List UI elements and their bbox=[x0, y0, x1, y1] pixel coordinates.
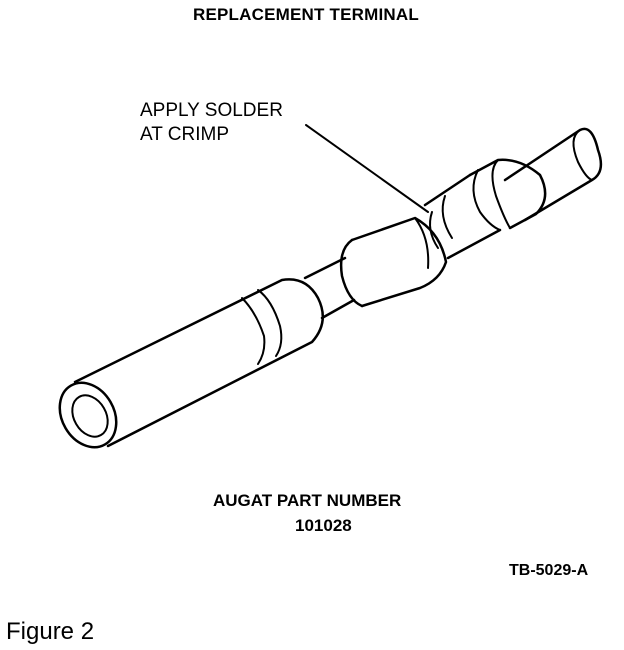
part-number-label: AUGAT PART NUMBER bbox=[213, 491, 402, 510]
callout-leader-line bbox=[305, 124, 429, 213]
part-number-value: 101028 bbox=[295, 516, 352, 535]
terminal-body bbox=[73, 278, 325, 448]
callout-label-line1: APPLY SOLDER bbox=[140, 100, 283, 121]
figure-caption: Figure 2 bbox=[6, 618, 95, 645]
tube-opening bbox=[58, 381, 118, 449]
wire bbox=[503, 127, 603, 222]
diagram-title: REPLACEMENT TERMINAL bbox=[193, 5, 419, 24]
sleeve-neck bbox=[303, 256, 356, 320]
drawing-code: TB-5029-A bbox=[509, 562, 589, 579]
terminal-crimp bbox=[423, 158, 547, 260]
callout-label-line2: AT CRIMP bbox=[140, 124, 230, 145]
solder-sleeve bbox=[339, 216, 448, 308]
